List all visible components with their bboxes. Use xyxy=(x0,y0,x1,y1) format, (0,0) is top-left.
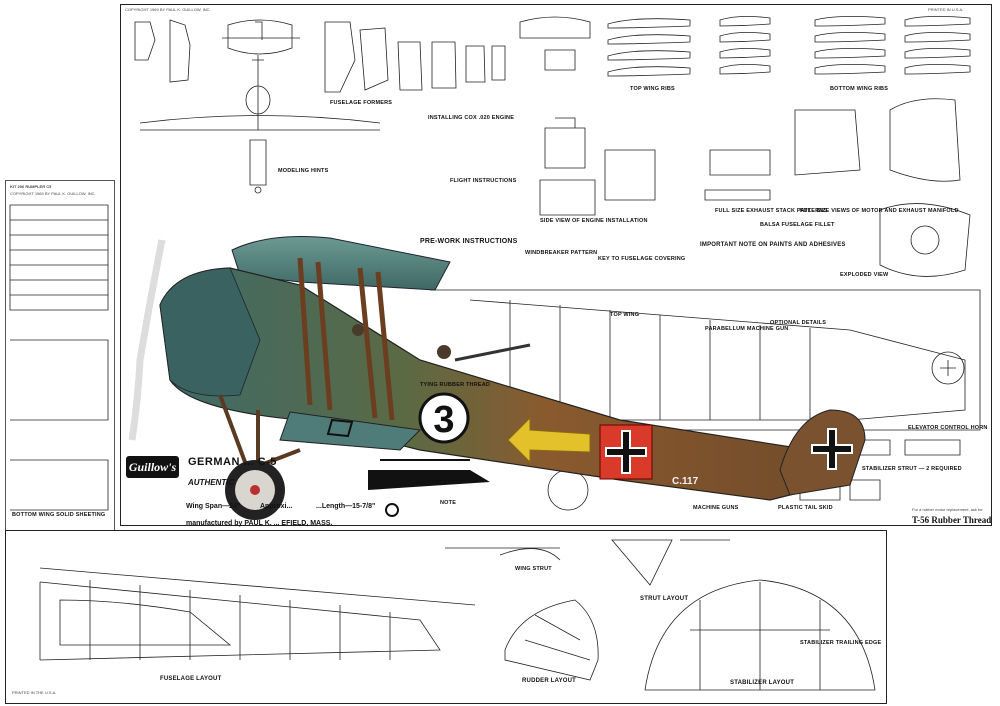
label-parabellum: PARABELLUM MACHINE GUN xyxy=(705,326,789,332)
label-modeling-hints: MODELING HINTS xyxy=(278,168,329,174)
label-top-wing-ribs: TOP WING RIBS xyxy=(630,86,675,92)
label-machine-guns: MACHINE GUNS xyxy=(693,505,739,511)
propeller xyxy=(128,239,166,441)
wing-struts xyxy=(297,257,395,421)
label-installing-engine: INSTALLING COX .020 ENGINE xyxy=(428,115,515,121)
left-plan-sheet xyxy=(5,180,115,532)
label-top-wing: TOP WING xyxy=(610,312,640,318)
label-note: NOTE xyxy=(440,500,457,506)
label-key-fuselage: KEY TO FUSELAGE COVERING xyxy=(598,256,686,262)
printed-label: PRINTED IN U.S.A. xyxy=(928,7,964,12)
bottom-layout-sheet xyxy=(5,530,887,704)
label-exhaust-patterns: FULL SIZE EXHAUST STACK PATTERNS xyxy=(715,208,828,214)
copyright-left: COPYRIGHT 1969 BY PAUL K. GUILLOW, INC. xyxy=(10,191,96,196)
label-exploded-view: EXPLODED VIEW xyxy=(840,272,889,278)
label-windbreaker: WINDBREAKER PATTERN xyxy=(525,250,598,256)
aircraft-serial: C.117 xyxy=(672,476,699,487)
label-fuselage-formers: FUSELAGE FORMERS xyxy=(330,100,393,106)
printed-bottom: PRINTED IN THE U.S.A. xyxy=(12,690,57,695)
label-prework: PRE-WORK INSTRUCTIONS xyxy=(420,238,518,245)
label-bottom-wing: BOTTOM WING SOLID SHEETING xyxy=(12,512,106,518)
manufacturer: manufactured by PAUL K. ... EFIELD, MASS… xyxy=(186,520,333,527)
label-wing-strut: WING STRUT xyxy=(515,566,552,572)
guillows-logo: Guillow's xyxy=(126,456,179,478)
label-stabilizer-strut: STABILIZER STRUT — 2 REQUIRED xyxy=(862,466,962,472)
label-balsa-fillet: BALSA FUSELAGE FILLET xyxy=(760,222,835,228)
guillows-logo-text: Guillow's xyxy=(128,460,177,474)
label-stabilizer-layout: STABILIZER LAYOUT xyxy=(730,680,795,686)
label-strut-layout: STRUT LAYOUT xyxy=(640,596,689,602)
kit-title: GERMAN ... C-5 xyxy=(188,456,277,468)
thread-note: T-56 Rubber Thread xyxy=(912,515,992,525)
label-stab-trailing: STABILIZER TRAILING EDGE xyxy=(800,640,882,646)
spec-wingspan: Wing Span—24" xyxy=(186,503,241,510)
yellow-arrow xyxy=(507,416,591,464)
number-roundel xyxy=(418,392,470,444)
kit-code: KIT 206 RUMPLER C5 xyxy=(10,184,52,189)
label-bottom-wing-ribs: BOTTOM WING RIBS xyxy=(830,86,889,92)
label-side-view-engine: SIDE VIEW OF ENGINE INSTALLATION xyxy=(540,218,648,224)
label-tail-skid: PLASTIC TAIL SKID xyxy=(778,505,833,511)
top-wing xyxy=(231,236,451,291)
label-fuselage-layout: FUSELAGE LAYOUT xyxy=(160,676,222,682)
label-important-note: IMPORTANT NOTE ON PAINTS AND ADHESIVES xyxy=(700,242,846,248)
spec-length: ...Length—15-7/8" xyxy=(316,503,376,510)
thread-caption: For a rubber motor replacement, ask for xyxy=(912,507,983,512)
label-motor-views: FULL SIZE VIEWS OF MOTOR AND EXHAUST MAN… xyxy=(800,208,959,214)
label-tying-thread: TYING RUBBER THREAD xyxy=(420,382,491,388)
kit-subtitle: AUTHENTIC xyxy=(188,478,235,487)
copyright-top: COPYRIGHT 1969 BY PAUL K. GUILLOW, INC. xyxy=(125,7,211,12)
label-flight-instructions: FLIGHT INSTRUCTIONS xyxy=(450,178,517,184)
label-rudder-layout: RUDDER LAYOUT xyxy=(522,678,577,684)
label-elevator: ELEVATOR CONTROL HORN xyxy=(908,425,988,431)
spec-approx: Approxi... xyxy=(260,503,293,510)
label-optional-details: OPTIONAL DETAILS xyxy=(770,320,827,326)
aircraft-number: 3 xyxy=(433,399,454,441)
